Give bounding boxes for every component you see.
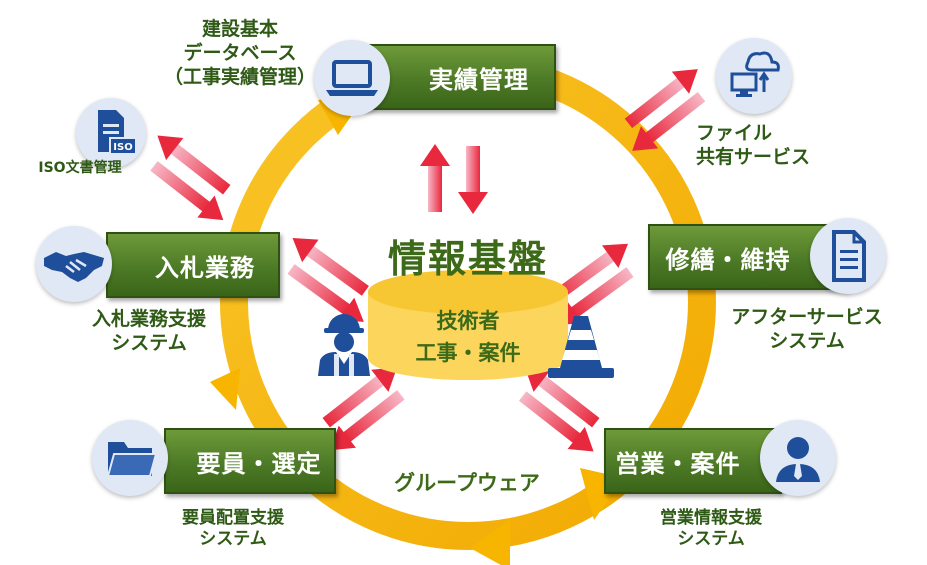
- label-nyusatsu-sys-line-1: 入札業務支援: [91, 308, 206, 330]
- traffic-cone-icon: [548, 316, 614, 378]
- db-line-2: 工事・案件: [415, 341, 521, 365]
- label-nyusatsu-sys-line-2: システム: [111, 331, 187, 354]
- node-nyusatsu-label: 入札業務: [155, 253, 255, 282]
- node-shuzen-label: 修繕・維持: [665, 245, 791, 274]
- arrow-pair-yoin: [322, 367, 405, 451]
- cycle-label: グループウェア: [394, 471, 540, 495]
- label-after: アフターサービス システム: [712, 306, 902, 354]
- cloud-computer-icon: [730, 51, 780, 97]
- construction-worker-icon: [318, 314, 370, 376]
- folder-icon: [106, 442, 158, 477]
- label-kensetsu-line-2: データベース: [183, 41, 297, 64]
- label-kensetsu-line-3: （工事実績管理）: [163, 65, 316, 88]
- node-eigyo: 営業・案件: [604, 428, 782, 494]
- label-file-line-2: 共有サービス: [696, 145, 811, 168]
- node-nyusatsu: 入札業務: [106, 232, 280, 298]
- arrow-pair-center: [420, 144, 488, 214]
- folder-icon-circle: [92, 420, 168, 496]
- iso-document-icon: ISO: [98, 110, 137, 155]
- label-eigyo-sys-line-1: 営業情報支援: [660, 508, 762, 528]
- node-yoin-label: 要員・選定: [196, 449, 322, 478]
- node-jisseki-label: 実績管理: [429, 65, 529, 94]
- label-yoin-sys: 要員配置支援 システム: [158, 508, 308, 551]
- label-after-line-1: アフターサービス: [731, 306, 883, 328]
- double-arrows: [150, 69, 706, 452]
- node-jisseki: 実績管理: [362, 44, 556, 110]
- label-eigyo-sys-line-2: システム: [677, 529, 745, 550]
- person-icon-circle: [760, 420, 836, 496]
- label-kensetsu: 建設基本 データベース （工事実績管理）: [150, 18, 330, 89]
- label-kensetsu-line-1: 建設基本: [201, 18, 278, 40]
- business-person-icon: [776, 437, 820, 482]
- label-after-line-2: システム: [769, 329, 845, 352]
- label-nyusatsu-sys: 入札業務支援 システム: [64, 308, 234, 356]
- iso-icon-circle: ISO: [76, 98, 146, 168]
- arrow-pair-nyusatsu: [287, 237, 369, 322]
- label-yoin-sys-line-2: システム: [199, 529, 267, 550]
- label-iso: ISO文書管理: [38, 160, 122, 176]
- cloud-icon-circle: [716, 38, 792, 114]
- handshake-icon-circle: [36, 226, 112, 302]
- db-line-1: 技術者: [436, 309, 500, 333]
- label-file: ファイル 共有サービス: [696, 122, 826, 170]
- label-yoin-sys-line-1: 要員配置支援: [182, 508, 284, 528]
- arrow-pair-iso: [150, 135, 231, 221]
- node-yoin: 要員・選定: [164, 428, 336, 494]
- database-cylinder: [368, 270, 568, 380]
- node-shuzen: 修繕・維持: [648, 224, 848, 290]
- label-eigyo-sys: 営業情報支援 システム: [636, 508, 786, 551]
- document-icon-circle: [810, 218, 886, 294]
- node-eigyo-label: 営業・案件: [615, 449, 741, 478]
- arrow-pair-file: [624, 69, 706, 151]
- svg-text:ISO: ISO: [113, 142, 132, 153]
- laptop-icon: [326, 60, 378, 96]
- label-file-line-1: ファイル: [696, 122, 773, 144]
- center-title: 情報基盤: [387, 237, 548, 281]
- laptop-icon-circle: [314, 40, 390, 116]
- document-icon: [832, 230, 866, 282]
- handshake-icon: [44, 252, 104, 282]
